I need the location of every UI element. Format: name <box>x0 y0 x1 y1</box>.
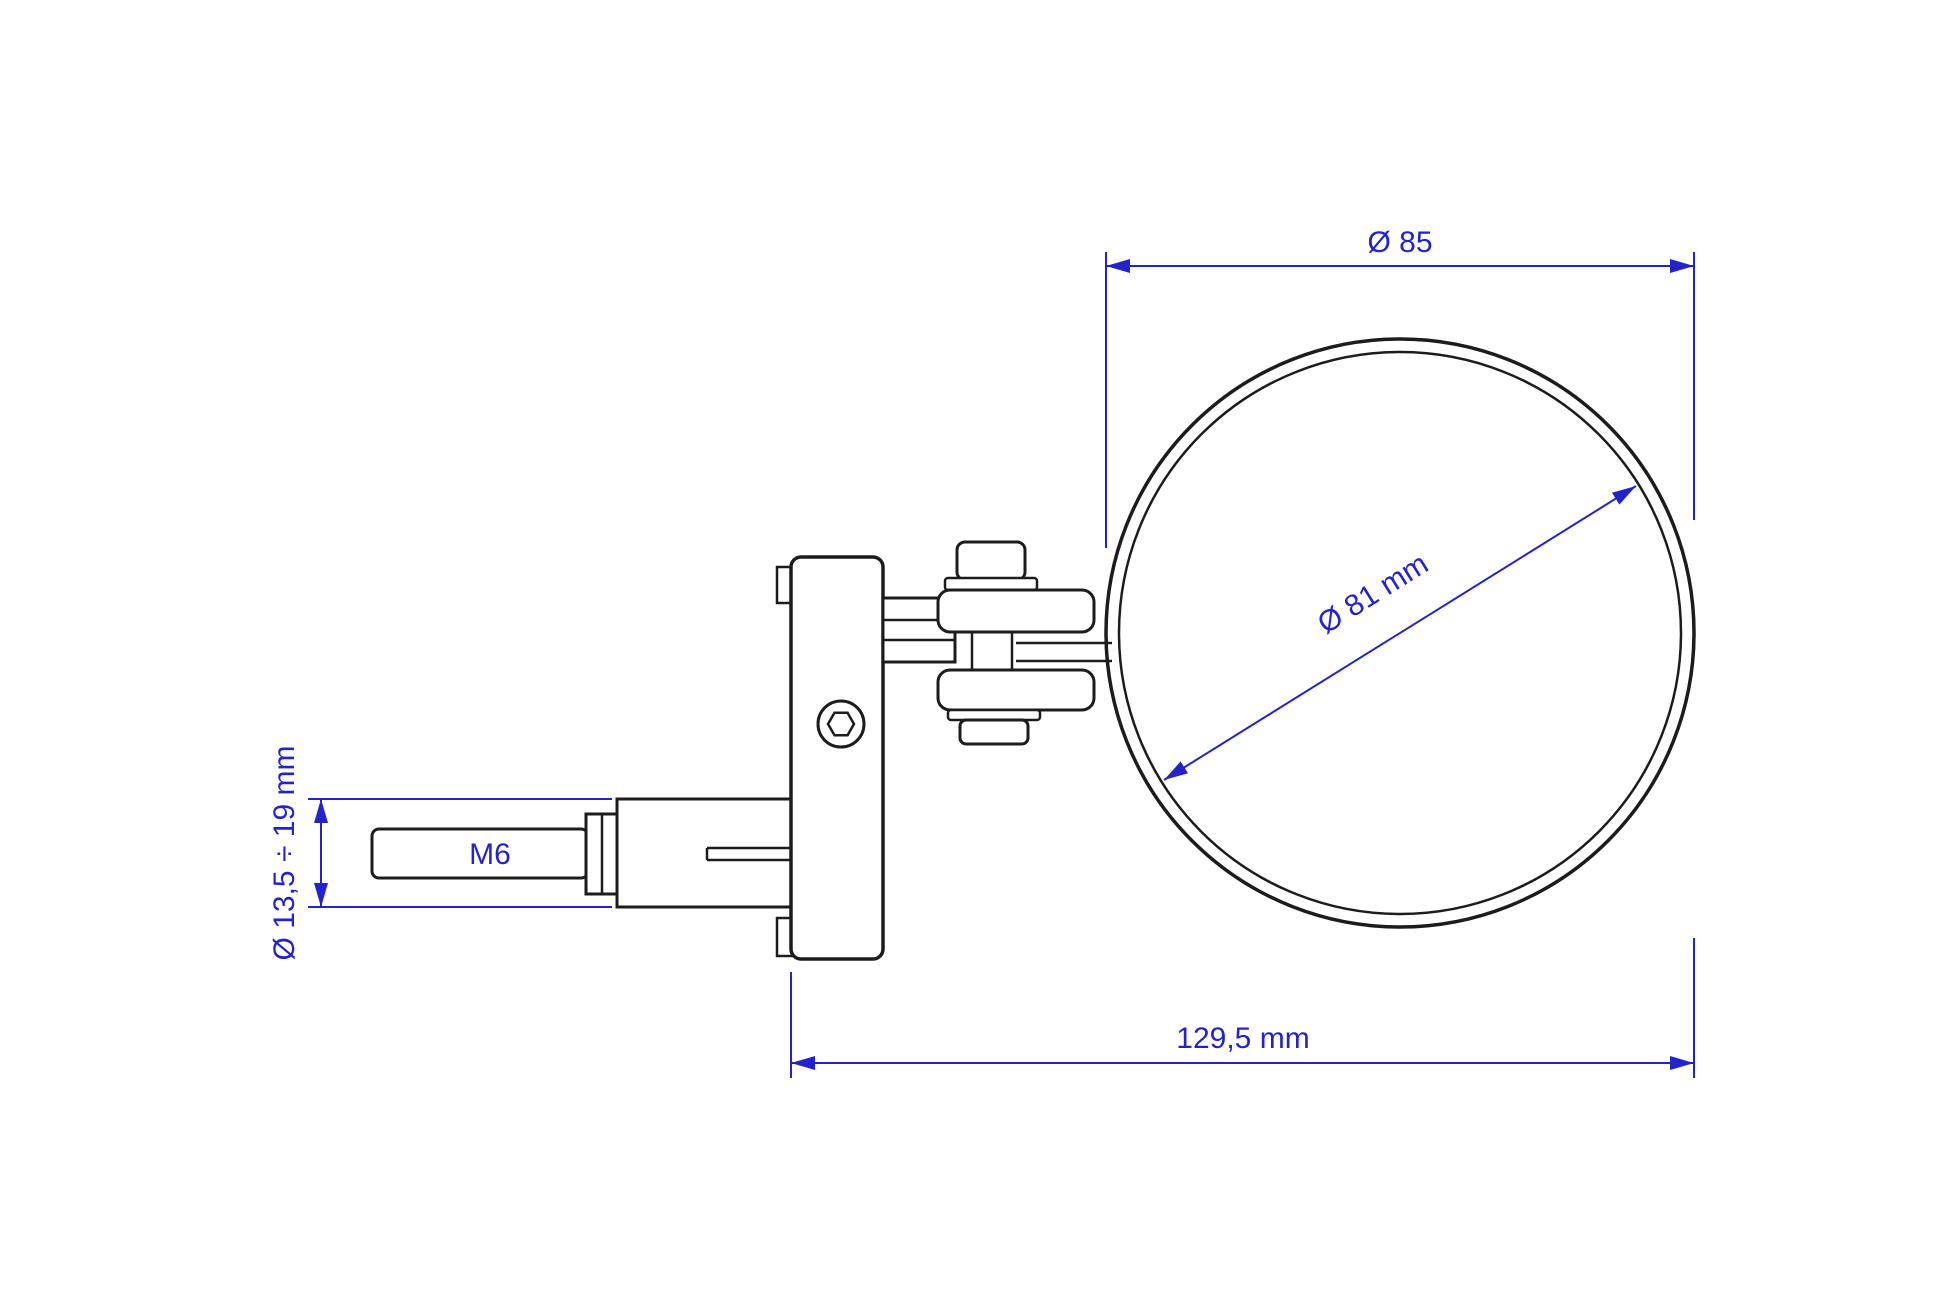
expander-cylinder <box>615 797 795 909</box>
clamp-bolt-head <box>955 540 1027 582</box>
clamp-assembly <box>936 540 1112 746</box>
dimension-clamp-range: Ø 13,5 ÷ 19 mm <box>268 746 612 961</box>
clamp-nut <box>958 718 1030 746</box>
dimension-label-overall-length: 129,5 mm <box>1176 1022 1309 1055</box>
dimension-label-clamp-range: Ø 13,5 ÷ 19 mm <box>268 746 301 961</box>
clamp-lower-jaw <box>936 668 1096 712</box>
dimension-top-diameter: Ø 85 <box>1105 226 1695 548</box>
mirror-glass-circle <box>1117 350 1683 916</box>
clamp-upper-jaw <box>936 588 1096 634</box>
washer-collar <box>584 812 620 896</box>
dimension-label-top-diameter: Ø 85 <box>1367 226 1432 259</box>
hex-socket-bolt <box>826 711 856 737</box>
thread-label: M6 <box>469 838 511 871</box>
mount-body <box>775 555 885 961</box>
dimension-overall-length: 129,5 mm <box>790 938 1695 1078</box>
